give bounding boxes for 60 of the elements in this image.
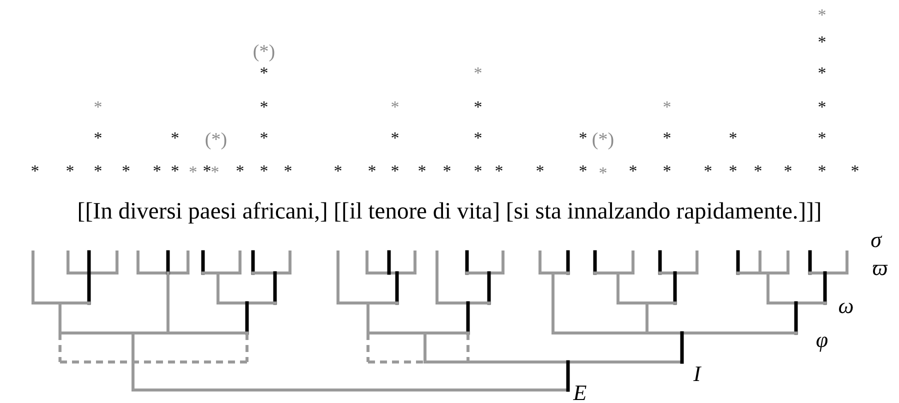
grid-mark: * [284, 162, 292, 180]
grid-mark: * [210, 164, 220, 180]
grid-mark: * [260, 162, 268, 180]
grid-mark: * [818, 64, 826, 82]
level-label: φ [816, 329, 828, 351]
grid-mark: * [474, 130, 482, 146]
level-label: ϖ [872, 257, 888, 279]
grid-mark: * [818, 6, 826, 24]
grid-mark: * [188, 164, 198, 180]
grid-mark: * [390, 130, 400, 146]
grid-mark: * [260, 98, 268, 116]
grid-mark: * [818, 130, 826, 146]
level-label: ω [838, 295, 854, 317]
grid-mark: * [578, 162, 588, 180]
grid-mark: * [818, 98, 826, 116]
grid-mark: * [260, 130, 268, 146]
grid-mark: * [474, 98, 482, 116]
grid-mark: * [728, 162, 738, 180]
grid-mark: (*) [592, 130, 614, 150]
grid-mark: * [170, 162, 180, 180]
grid-mark: * [536, 162, 544, 180]
level-label: σ [870, 229, 882, 251]
level-label: E [573, 382, 587, 403]
grid-mark: * [850, 162, 860, 180]
grid-mark: (*) [252, 42, 276, 62]
grid-mark: * [170, 130, 180, 146]
grid-mark: * [784, 162, 792, 180]
grid-mark: * [152, 162, 162, 180]
grid-mark: * [30, 162, 40, 180]
grid-mark: * [662, 98, 672, 116]
grid-mark: * [418, 162, 426, 180]
grid-mark: * [390, 98, 400, 116]
grid-mark: * [628, 162, 638, 180]
grid-mark: * [334, 162, 342, 180]
grid-mark: * [122, 162, 130, 180]
grid-mark: * [66, 162, 74, 180]
grid-mark: * [662, 162, 672, 180]
grid-mark: * [704, 162, 712, 180]
grid-mark: * [94, 162, 102, 180]
grid-mark: (*) [204, 130, 228, 150]
grid-mark: * [754, 162, 762, 180]
grid-mark: * [728, 130, 738, 146]
grid-mark: * [818, 34, 826, 50]
grid-mark: * [94, 130, 102, 146]
level-label: I [693, 363, 701, 385]
grid-mark: * [474, 64, 482, 82]
grid-mark: * [368, 162, 376, 180]
grid-mark: * [260, 64, 268, 82]
grid-mark: * [662, 130, 672, 146]
grid-mark: * [818, 162, 826, 180]
grid-mark: * [474, 162, 482, 180]
sentence-text: [[In diversi paesi africani,] [[il tenore di vita] [si sta innalzando rapidamente.]]] [77, 200, 822, 224]
grid-mark: * [202, 162, 212, 180]
grid-mark: * [442, 162, 452, 180]
grid-mark: * [494, 162, 504, 180]
grid-mark: * [94, 98, 102, 116]
grid-mark: * [598, 164, 608, 182]
grid-mark: * [578, 130, 588, 146]
grid-mark: * [236, 162, 244, 180]
grid-mark: * [390, 162, 400, 180]
